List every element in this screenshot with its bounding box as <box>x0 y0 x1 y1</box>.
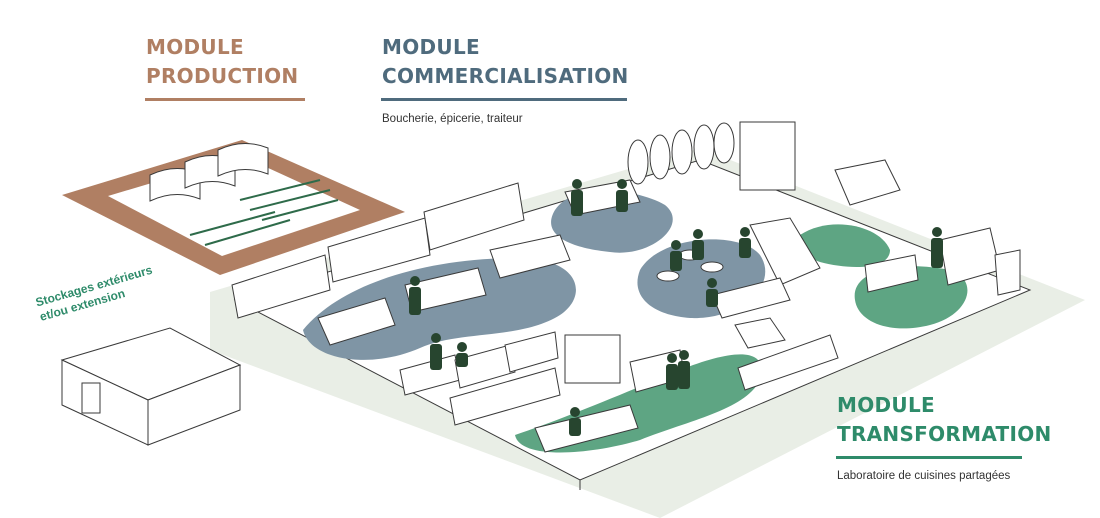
furniture <box>231 121 1021 453</box>
module-production-title: MODULE PRODUCTION <box>146 33 298 91</box>
hanging-meat <box>627 122 735 185</box>
greenhouse <box>149 143 269 202</box>
module-commercialisation-subtitle: Boucherie, épicerie, traiteur <box>382 113 523 125</box>
crop-rows <box>189 179 339 246</box>
storage-shed <box>60 327 242 446</box>
production-plot <box>62 140 405 275</box>
module-commercialisation-rule <box>381 98 627 101</box>
module-transformation-line1: MODULE <box>837 393 935 417</box>
commercialisation-zones <box>303 190 766 360</box>
module-commercialisation-line2: COMMERCIALISATION <box>382 64 629 88</box>
module-commercialisation-line1: MODULE <box>382 35 480 59</box>
people <box>409 179 943 436</box>
module-production-line1: MODULE <box>146 35 244 59</box>
module-commercialisation-title: MODULE COMMERCIALISATION <box>382 33 629 91</box>
module-transformation-subtitle: Laboratoire de cuisines partagées <box>837 470 1011 482</box>
module-transformation-title: MODULE TRANSFORMATION <box>837 391 1052 449</box>
module-production-line2: PRODUCTION <box>146 64 299 88</box>
module-transformation-line2: TRANSFORMATION <box>837 422 1052 446</box>
module-production-rule <box>145 98 305 101</box>
module-transformation-rule <box>836 456 1022 459</box>
